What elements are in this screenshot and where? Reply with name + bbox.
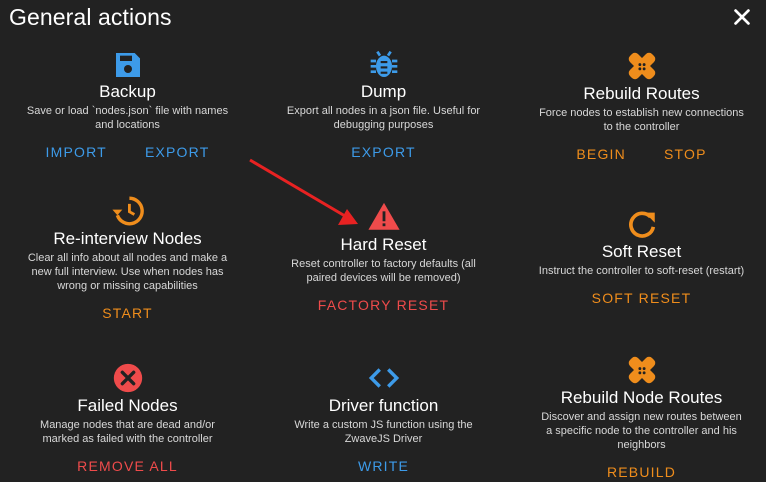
warning-icon bbox=[367, 202, 400, 230]
card-rebuild-node-routes: Rebuild Node Routes Discover and assign … bbox=[514, 353, 766, 482]
card-title: Driver function bbox=[328, 396, 439, 415]
annotation-arrow bbox=[249, 158, 358, 225]
write-button[interactable]: WRITE bbox=[357, 458, 410, 474]
bandage-icon bbox=[628, 356, 655, 384]
card-description: Save or load `nodes.json` file with name… bbox=[26, 105, 229, 131]
card-rebuild-routes: Rebuild Routes Force nodes to establish … bbox=[514, 49, 766, 164]
card-dump: Dump Export all nodes in a json file. Us… bbox=[256, 49, 511, 162]
card-title: Hard Reset bbox=[340, 235, 427, 254]
card-title: Backup bbox=[99, 82, 156, 101]
start-button[interactable]: START bbox=[102, 305, 153, 321]
card-reinterview-nodes: Re-interview Nodes Clear all info about … bbox=[0, 194, 255, 323]
card-description: Reset controller to factory defaults (al… bbox=[291, 258, 476, 284]
card-backup: Backup Save or load `nodes.json` file wi… bbox=[0, 49, 255, 162]
stop-button[interactable]: STOP bbox=[663, 146, 707, 162]
card-title: Rebuild Node Routes bbox=[560, 388, 723, 407]
dialog-title: General actions bbox=[9, 4, 172, 30]
card-description: Export all nodes in a json file. Useful … bbox=[286, 105, 481, 131]
save-icon bbox=[115, 53, 140, 77]
card-soft-reset: Soft Reset Instruct the controller to so… bbox=[514, 207, 766, 308]
soft-reset-button[interactable]: SOFT RESET bbox=[591, 290, 692, 306]
history-icon bbox=[111, 196, 144, 226]
card-description: Force nodes to establish new connections… bbox=[539, 107, 744, 133]
refresh-icon bbox=[628, 211, 655, 238]
bandage-icon bbox=[628, 52, 655, 80]
code-icon bbox=[368, 368, 399, 388]
bug-icon bbox=[370, 50, 397, 77]
rebuild-button[interactable]: REBUILD bbox=[606, 464, 677, 480]
export-button[interactable]: EXPORT bbox=[144, 144, 210, 160]
card-description: Instruct the controller to soft-reset (r… bbox=[538, 265, 745, 277]
export-button[interactable]: EXPORT bbox=[351, 144, 416, 160]
card-title: Failed Nodes bbox=[77, 396, 178, 415]
import-button[interactable]: IMPORT bbox=[45, 144, 107, 160]
begin-button[interactable]: BEGIN bbox=[576, 146, 626, 162]
factory-reset-button[interactable]: FACTORY RESET bbox=[317, 297, 450, 313]
card-title: Re-interview Nodes bbox=[53, 229, 202, 248]
card-hard-reset: Hard Reset Reset controller to factory d… bbox=[256, 200, 511, 315]
remove-all-button[interactable]: REMOVE ALL bbox=[77, 458, 178, 474]
error-circle-icon bbox=[113, 363, 142, 393]
card-title: Rebuild Routes bbox=[583, 84, 700, 103]
close-icon[interactable] bbox=[731, 6, 753, 28]
card-title: Dump bbox=[360, 82, 407, 101]
card-failed-nodes: Failed Nodes Manage nodes that are dead … bbox=[0, 361, 255, 476]
card-title: Soft Reset bbox=[601, 242, 682, 261]
card-driver-function: Driver function Write a custom JS functi… bbox=[256, 361, 511, 476]
card-description: Clear all info about all nodes and make … bbox=[27, 252, 228, 292]
